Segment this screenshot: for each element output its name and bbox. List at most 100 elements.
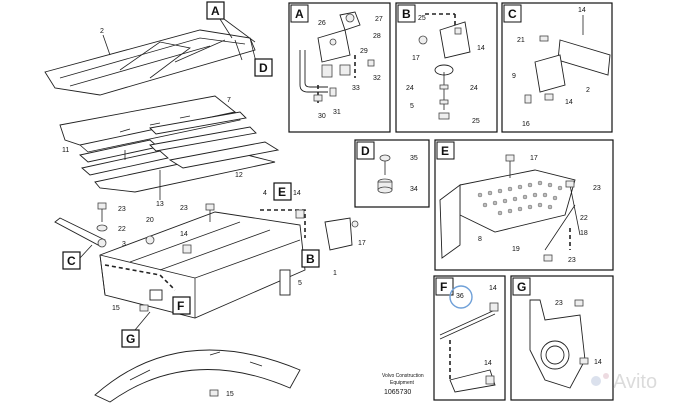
detail-C: C 14 21 9 2 14 16 xyxy=(501,2,613,133)
callout-B-25-bottom: 25 xyxy=(472,118,480,125)
svg-text:D: D xyxy=(259,61,268,75)
callout-2: 2 xyxy=(100,28,104,35)
part-11-pad-b xyxy=(81,150,169,176)
bolt-20 xyxy=(145,235,155,245)
callout-A-33: 33 xyxy=(352,85,360,92)
marker-F[interactable]: F xyxy=(172,296,191,315)
callout-G-23: 23 xyxy=(555,300,563,307)
bracket-17 xyxy=(324,217,359,251)
svg-text:E: E xyxy=(278,185,286,199)
callout-C-9: 9 xyxy=(512,73,516,80)
plate-3 xyxy=(54,217,107,248)
watermark: Avito xyxy=(591,371,657,393)
callout-17: 17 xyxy=(358,240,366,247)
part-1-tab xyxy=(279,269,291,296)
marker-E[interactable]: E xyxy=(273,182,292,201)
callout-C-14-bottom: 14 xyxy=(565,99,573,106)
footer-number: 1065730 xyxy=(384,389,411,396)
callout-E-8: 8 xyxy=(478,236,482,243)
callout-23-right: 23 xyxy=(180,205,188,212)
callout-E-23-bottom: 23 xyxy=(568,257,576,264)
svg-text:B: B xyxy=(306,252,315,266)
marker-B[interactable]: B xyxy=(301,249,320,268)
callout-C-16: 16 xyxy=(522,121,530,128)
callout-B-5: 5 xyxy=(410,103,414,110)
svg-text:A: A xyxy=(211,4,220,18)
part-12-plate-2 xyxy=(168,141,280,169)
callout-D-34: 34 xyxy=(410,186,418,193)
callout-D-35: 35 xyxy=(410,155,418,162)
callout-B-24-left: 24 xyxy=(406,85,414,92)
callout-G-14: 14 xyxy=(594,359,602,366)
detail-B-letter: B xyxy=(402,7,411,21)
nut-14-e xyxy=(295,209,305,219)
callout-5: 5 xyxy=(298,280,302,287)
callout-E-17: 17 xyxy=(530,155,538,162)
callout-15-lower: 15 xyxy=(226,391,234,398)
callout-A-30: 30 xyxy=(318,113,326,120)
callout-E-19: 19 xyxy=(512,246,520,253)
bolt-14-main xyxy=(182,244,192,254)
detail-F-letter: F xyxy=(440,280,447,294)
marker-A[interactable]: A xyxy=(206,1,256,43)
callout-15-main: 15 xyxy=(112,305,120,312)
watermark-text: Avito xyxy=(613,371,657,393)
bolt-15-main xyxy=(139,304,149,312)
callout-A-26: 26 xyxy=(318,20,326,27)
callout-E-22: 22 xyxy=(580,215,588,222)
callout-13: 13 xyxy=(156,201,164,208)
bolt-23-right xyxy=(205,203,215,222)
callout-22: 22 xyxy=(118,226,126,233)
footer-line1: Volvo Construction xyxy=(382,373,424,379)
callout-B-25-top: 25 xyxy=(418,15,426,22)
part-1-bracket xyxy=(149,289,163,301)
detail-A-letter: A xyxy=(295,7,304,21)
detail-G-letter: G xyxy=(517,280,526,294)
detail-F: F 36 14 14 xyxy=(433,275,506,401)
part-2-frame xyxy=(44,29,256,96)
detail-D-letter: D xyxy=(361,144,370,158)
callout-3: 3 xyxy=(122,241,126,248)
marker-C[interactable]: C xyxy=(62,244,93,270)
callout-B-24-right: 24 xyxy=(470,85,478,92)
washer-22-left xyxy=(96,224,108,232)
detail-B: B 25 17 14 24 24 5 25 xyxy=(395,2,498,133)
detail-D: D 35 34 xyxy=(354,139,430,208)
callout-14-e: 14 xyxy=(293,190,301,197)
callout-23-left: 23 xyxy=(118,206,126,213)
marker-D[interactable]: D xyxy=(254,58,273,77)
fender xyxy=(94,349,301,403)
callout-20: 20 xyxy=(146,217,154,224)
detail-E: E 17 23 22 18 19 23 8 xyxy=(434,139,614,271)
detail-E-letter: E xyxy=(441,144,449,158)
detail-C-letter: C xyxy=(508,7,517,21)
svg-text:G: G xyxy=(126,332,135,346)
callout-A-27: 27 xyxy=(375,16,383,23)
callout-A-32: 32 xyxy=(373,75,381,82)
bolt-15-lower xyxy=(209,389,219,397)
callout-11: 11 xyxy=(62,147,69,154)
marker-G[interactable]: G xyxy=(121,311,151,348)
callout-F-14-bottom: 14 xyxy=(484,360,492,367)
callout-F-36: 36 xyxy=(456,293,464,300)
footer-line2: Equipment xyxy=(390,380,415,386)
bolt-23-left xyxy=(97,202,107,222)
callout-C-21: 21 xyxy=(517,37,525,44)
callout-F-14-top: 14 xyxy=(489,285,497,292)
callout-E-18: 18 xyxy=(580,230,588,237)
callout-E-23-top: 23 xyxy=(593,185,601,192)
callout-C-14-top: 14 xyxy=(578,7,586,14)
footer-label: Volvo Construction Equipment 1065730 xyxy=(382,373,424,396)
svg-text:F: F xyxy=(177,299,184,313)
part-1-box-frame xyxy=(99,211,306,319)
callout-B-17: 17 xyxy=(412,55,420,62)
callout-7: 7 xyxy=(227,97,231,104)
callout-1: 1 xyxy=(333,270,337,277)
callout-A-28: 28 xyxy=(373,33,381,40)
callout-A-31: 31 xyxy=(333,109,341,116)
callout-B-14: 14 xyxy=(477,45,485,52)
main-view: 2 7 11 12 13 4 14 23 20 3 22 23 1 5 17 1… xyxy=(44,1,366,403)
callout-C-2: 2 xyxy=(586,87,590,94)
callout-14-main: 14 xyxy=(180,231,188,238)
